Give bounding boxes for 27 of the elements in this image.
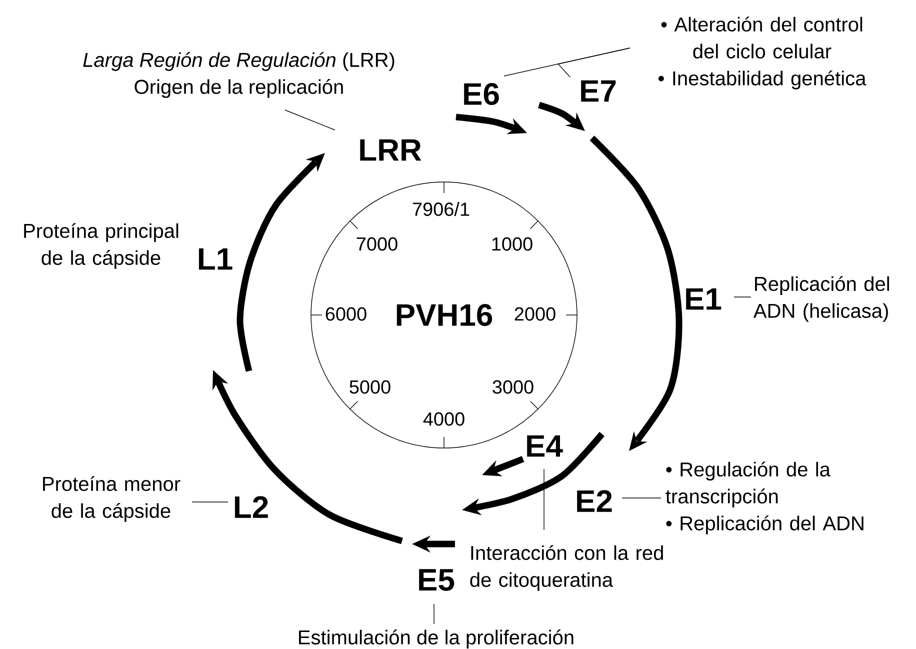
tick-label: 6000: [326, 307, 366, 321]
tick-label: 7000: [356, 237, 398, 251]
tick-label: 4000: [423, 412, 464, 426]
gene-label: E5: [419, 569, 454, 591]
description-text: Replicación del ADN (helicasa): [753, 276, 889, 322]
gene-label: E1: [686, 288, 722, 310]
description-text: Proteína menor de la cápside: [43, 476, 180, 522]
description-text: Estimulación de la proliferación: [299, 630, 574, 648]
tick-label: 7906/1: [412, 202, 470, 216]
tick-label: 5000: [350, 380, 390, 394]
gene-label: E7: [581, 80, 616, 102]
description-text: • Alteración del control del ciclo celular • Inestabilidad genética: [658, 16, 866, 90]
tick-label: 1000: [492, 237, 532, 251]
description-text: • Regulación de la transcripción • Replicación del ADN: [666, 462, 864, 534]
tick-label: 3000: [492, 380, 534, 394]
gene-label: L1: [198, 248, 232, 270]
leader-line: [734, 296, 752, 298]
gene-label: E2: [577, 490, 612, 512]
description-text: Proteína principal de la cápside: [24, 223, 178, 269]
gene-label: E6: [464, 83, 499, 105]
gene-label: LRR: [360, 139, 422, 161]
description-text: Interacción con la red de citoqueratina: [470, 545, 663, 591]
tick-label: 2000: [514, 307, 556, 321]
description-text: Larga Región de Regulación (LRR) Origen de la replicación: [83, 52, 394, 98]
gene-label: L2: [234, 496, 268, 518]
leader-line: [284, 110, 336, 130]
leader-line: [558, 48, 630, 78]
